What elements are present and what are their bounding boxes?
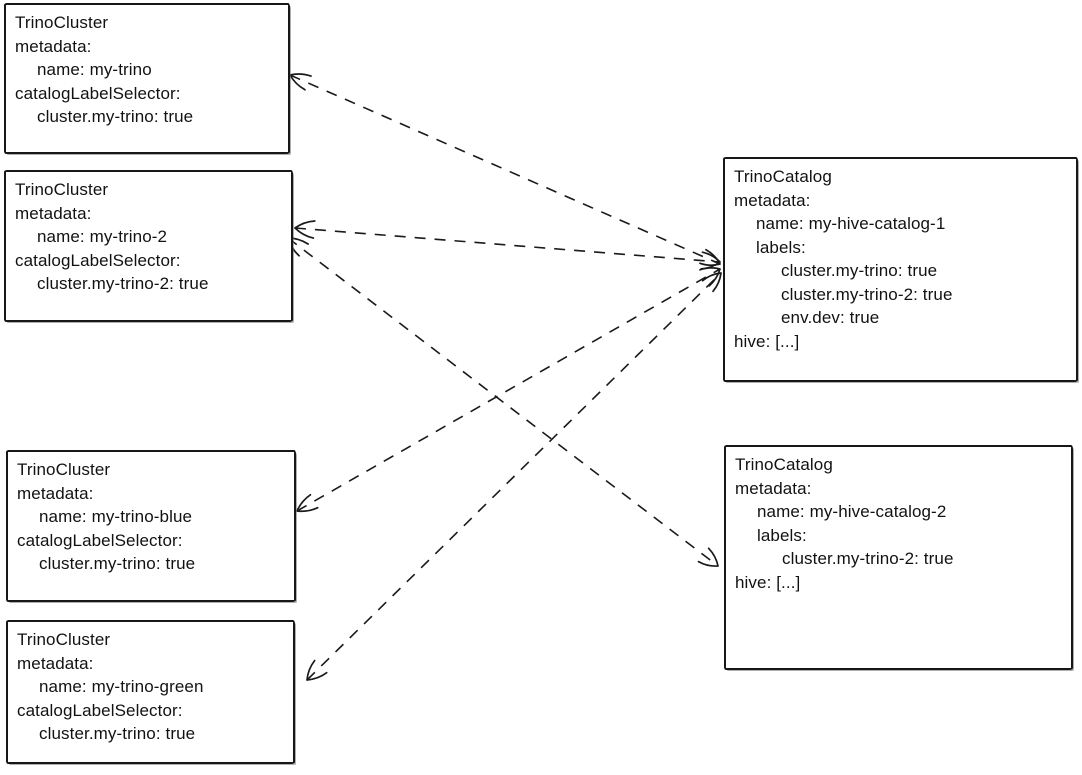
node-line: name: my-trino-2 bbox=[37, 227, 168, 246]
node-line: catalogLabelSelector: bbox=[15, 83, 181, 103]
node-line: cluster.my-trino: true bbox=[39, 724, 196, 743]
node-text: TrinoCatalog metadata: name: my-hive-catal… bbox=[734, 165, 1067, 353]
node-text: TrinoCatalog metadata: name: my-hive-catal… bbox=[735, 453, 1062, 594]
node-line: TrinoCluster bbox=[17, 460, 111, 479]
edge-my-trino--my-hive-catalog-1 bbox=[289, 73, 721, 267]
node-line: metadata: bbox=[15, 203, 92, 223]
node-line: metadata: bbox=[17, 483, 94, 503]
arrowhead-icon bbox=[697, 547, 719, 567]
arrowhead-icon bbox=[699, 267, 721, 287]
node-line: cluster.my-trino: true bbox=[39, 554, 196, 573]
node-line: metadata: bbox=[15, 36, 92, 56]
edge-my-trino-green--my-hive-catalog-1 bbox=[306, 272, 722, 681]
node-line: TrinoCluster bbox=[15, 180, 109, 199]
node-line: cluster.my-trino: true bbox=[781, 261, 938, 280]
node-line: cluster.my-trino: true bbox=[37, 107, 194, 126]
arrowhead-icon bbox=[699, 248, 721, 267]
node-line: TrinoCluster bbox=[15, 13, 109, 32]
node-line: labels: bbox=[757, 525, 807, 545]
node-line: env.dev: true bbox=[781, 308, 880, 327]
arrowhead-icon bbox=[701, 272, 722, 293]
node-line: name: my-hive-catalog-1 bbox=[756, 214, 946, 233]
node-line: metadata: bbox=[735, 478, 812, 498]
node-line: hive: [...] bbox=[734, 331, 800, 351]
node-trinocatalog-my-hive-catalog-2: TrinoCatalog metadata: name: my-hive-catal… bbox=[724, 445, 1073, 670]
node-text: TrinoCluster metadata: name: my-trino-blue… bbox=[17, 458, 285, 576]
node-line: metadata: bbox=[734, 190, 811, 210]
node-line: name: my-trino-green bbox=[39, 677, 204, 696]
arrowhead-icon bbox=[700, 251, 721, 270]
node-line: name: my-trino-blue bbox=[39, 507, 193, 526]
node-line: TrinoCluster bbox=[17, 630, 111, 649]
arrowhead-icon bbox=[306, 659, 328, 681]
node-trinocluster-my-trino: TrinoCluster metadata: name: my-trino catal… bbox=[4, 3, 290, 154]
node-text: TrinoCluster metadata: name: my-trino catal… bbox=[15, 11, 279, 129]
arrowhead-icon bbox=[294, 220, 316, 239]
node-line: TrinoCatalog bbox=[734, 167, 832, 186]
edge-my-trino-blue--my-hive-catalog-1 bbox=[296, 267, 721, 513]
node-line: labels: bbox=[756, 237, 806, 257]
node-line: cluster.my-trino-2: true bbox=[782, 549, 954, 568]
node-line: name: my-trino bbox=[37, 60, 152, 79]
node-line: metadata: bbox=[17, 653, 94, 673]
arrowhead-icon bbox=[296, 493, 319, 513]
node-text: TrinoCluster metadata: name: my-trino-gree… bbox=[17, 628, 284, 746]
edge-my-trino-2--my-hive-catalog-1 bbox=[294, 220, 721, 270]
node-line: catalogLabelSelector: bbox=[17, 700, 183, 720]
node-line: catalogLabelSelector: bbox=[17, 530, 183, 550]
node-line: cluster.my-trino-2: true bbox=[781, 284, 953, 304]
node-line: hive: [...] bbox=[735, 572, 801, 592]
node-line: name: my-hive-catalog-2 bbox=[757, 502, 947, 521]
edge-my-trino-2--my-hive-catalog-2 bbox=[287, 237, 719, 567]
node-trinocluster-my-trino-2: TrinoCluster metadata: name: my-trino-2 cat… bbox=[4, 170, 293, 322]
node-trinocluster-my-trino-green: TrinoCluster metadata: name: my-trino-gree… bbox=[6, 620, 295, 764]
node-line: catalogLabelSelector: bbox=[15, 250, 181, 270]
node-trinocluster-my-trino-blue: TrinoCluster metadata: name: my-trino-blue… bbox=[6, 450, 296, 602]
node-line: cluster.my-trino-2: true bbox=[37, 274, 209, 293]
node-trinocatalog-my-hive-catalog-1: TrinoCatalog metadata: name: my-hive-catal… bbox=[723, 157, 1078, 382]
node-line: TrinoCatalog bbox=[735, 455, 833, 474]
arrowhead-icon bbox=[289, 73, 312, 91]
node-text: TrinoCluster metadata: name: my-trino-2 cat… bbox=[15, 178, 282, 296]
